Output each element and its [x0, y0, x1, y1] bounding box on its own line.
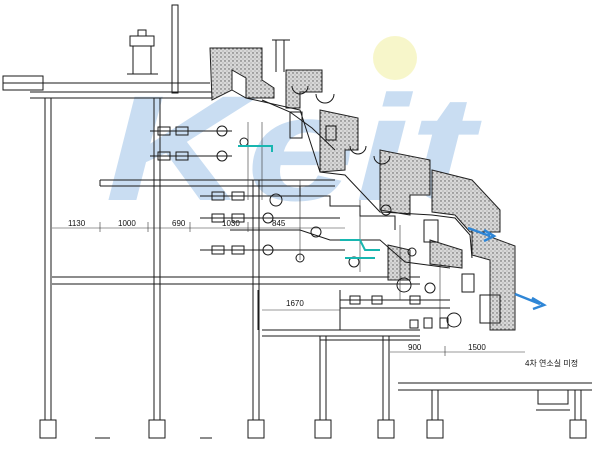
- dimension-lines: 1130 1000 690 1030 845 1670 900 1500: [52, 219, 525, 356]
- dimension-690: 690: [172, 219, 186, 228]
- outlet-arrow-icon: [467, 226, 497, 243]
- dimension-1030: 1030: [222, 219, 240, 228]
- middle-platform: [52, 179, 420, 341]
- refractory-combustor: [209, 47, 516, 331]
- dimension-1130: 1130: [68, 219, 86, 228]
- valve-row: [157, 126, 421, 305]
- watermark: Keit: [105, 36, 483, 232]
- burner-nozzles: [272, 39, 501, 324]
- column: [252, 180, 260, 420]
- support-columns: [39, 180, 587, 439]
- dimension-1670: 1670: [286, 299, 304, 308]
- dimension-1500: 1500: [468, 343, 486, 352]
- cyan-headers: [238, 145, 380, 259]
- stage4-note: 4차 연소실 미정: [525, 358, 578, 368]
- dimension-1000: 1000: [118, 219, 136, 228]
- dimension-900: 900: [408, 343, 422, 352]
- outlet-arrow-icon: [514, 292, 547, 311]
- process-piping: [150, 122, 462, 329]
- flue-outlet-arrows: [467, 226, 547, 311]
- lower-platform: [398, 382, 592, 411]
- watermark-dot-icon: [373, 36, 417, 80]
- dimension-845: 845: [272, 219, 286, 228]
- upper-platform: [2, 4, 213, 420]
